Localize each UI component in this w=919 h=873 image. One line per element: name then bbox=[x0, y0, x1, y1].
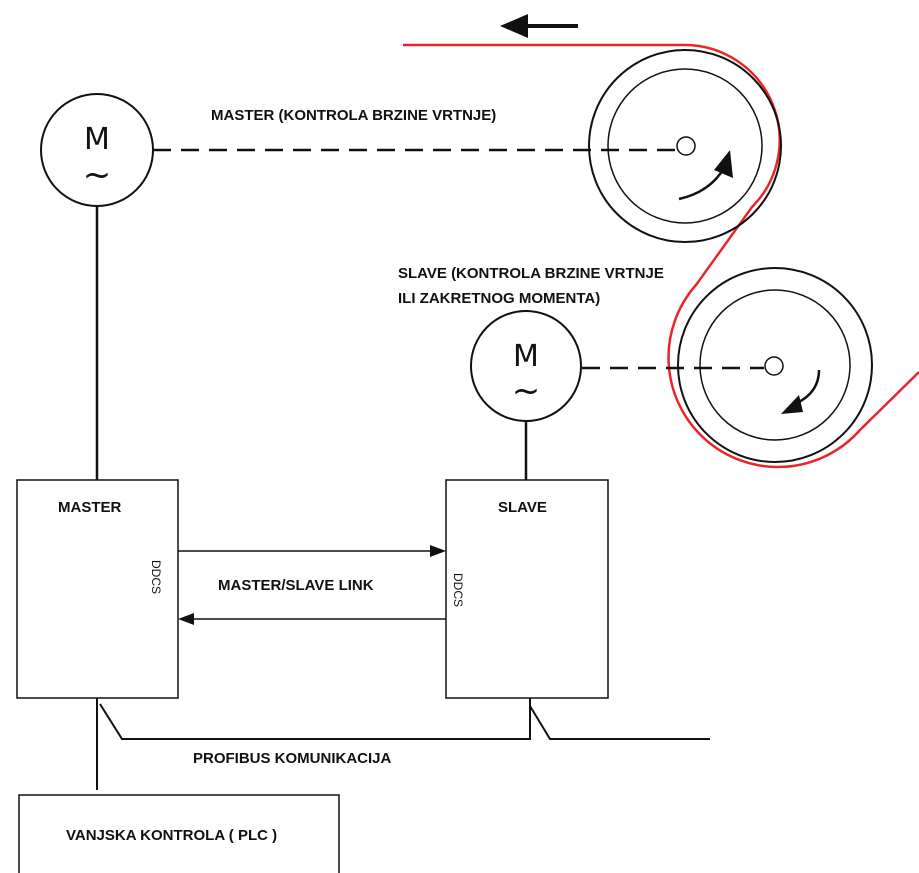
master-box-label: MASTER bbox=[58, 499, 122, 516]
slave-motor-symbol: M bbox=[513, 339, 539, 374]
material-web bbox=[403, 43, 919, 469]
slave-motor-tilde: ~ bbox=[512, 371, 541, 411]
lower-roll-rotation-arrow bbox=[796, 369, 821, 405]
upper-roll-axle bbox=[676, 136, 696, 156]
profibus-bus bbox=[96, 698, 710, 790]
master-motor-tilde: ~ bbox=[83, 155, 112, 195]
upper-roll bbox=[588, 49, 782, 243]
slave-control-label-line1: SLAVE (KONTROLA BRZINE VRTNJE bbox=[398, 265, 664, 282]
master-speed-label: MASTER (KONTROLA BRZINE VRTNJE) bbox=[211, 107, 496, 124]
master-slave-link-label: MASTER/SLAVE LINK bbox=[218, 577, 374, 594]
upper-roll-rotation-arrow bbox=[678, 167, 726, 201]
link-arrow-master-to-slave bbox=[178, 545, 446, 557]
profibus-label: PROFIBUS KOMUNIKACIJA bbox=[193, 750, 392, 767]
slave-box-label: SLAVE bbox=[498, 499, 547, 516]
slave-ddcs-label: DDCS bbox=[451, 573, 465, 607]
slave-drive-box: SLAVE DDCS bbox=[445, 479, 609, 699]
plc-box: VANJSKA KONTROLA ( PLC ) bbox=[18, 794, 340, 873]
lower-roll bbox=[677, 267, 873, 463]
master-drive-box: MASTER DDCS bbox=[16, 479, 179, 699]
plc-label: VANJSKA KONTROLA ( PLC ) bbox=[66, 827, 277, 844]
slave-control-label-line2: ILI ZAKRETNOG MOMENTA) bbox=[398, 290, 600, 307]
master-motor-symbol: M bbox=[84, 122, 110, 157]
web-direction-arrow bbox=[500, 14, 578, 38]
master-motor: M ~ bbox=[40, 93, 154, 207]
lower-roll-axle bbox=[764, 356, 784, 376]
master-ddcs-label: DDCS bbox=[149, 560, 163, 594]
link-arrow-slave-to-master bbox=[178, 613, 446, 625]
slave-motor: M ~ bbox=[470, 310, 582, 422]
